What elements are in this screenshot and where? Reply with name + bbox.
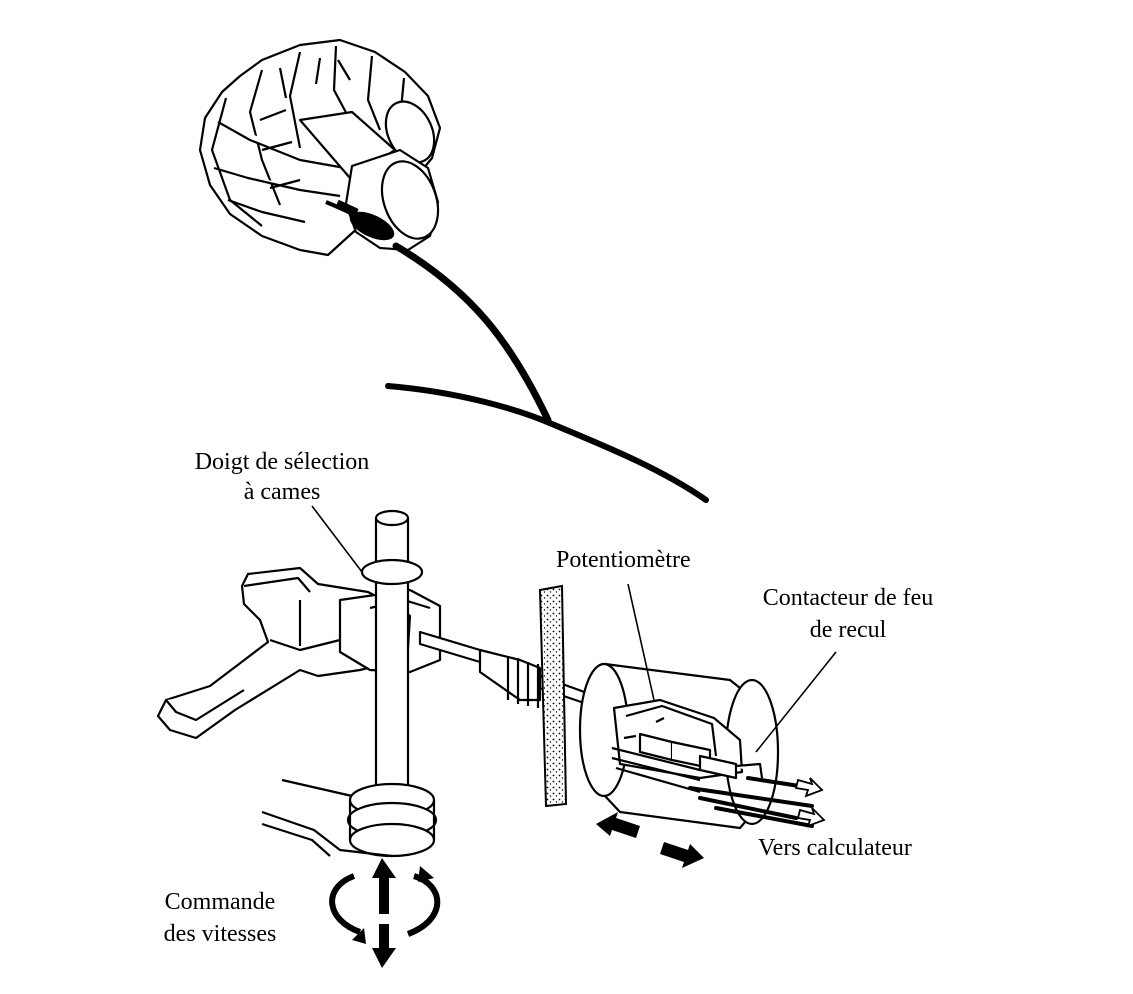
wall-section (538, 584, 568, 808)
gearbox-housing (198, 38, 442, 257)
potentiometer-housing (578, 662, 780, 830)
potentiometre-label: Potentiomètre (556, 547, 691, 573)
output-arrow-icons (794, 777, 826, 828)
contacteur-label-line2: de recul (809, 617, 887, 643)
sensor-connector (334, 199, 395, 241)
translation-arrow-icon (596, 812, 704, 868)
contacteur-label-line1: Contacteur de feu (762, 585, 934, 611)
commande-label-line2: des vitesses (163, 921, 277, 947)
leader-lines (311, 505, 837, 753)
cable (385, 242, 709, 503)
commande-label-line1: Commande (164, 889, 276, 915)
doigt-label-line1: Doigt de sélection (194, 449, 370, 475)
vers-calculateur-label: Vers calculateur (758, 835, 912, 861)
gear-selector (156, 509, 442, 858)
output-wires (688, 776, 814, 828)
doigt-label-line2: à cames (243, 479, 321, 505)
vertical-arrows-icon (352, 858, 434, 968)
